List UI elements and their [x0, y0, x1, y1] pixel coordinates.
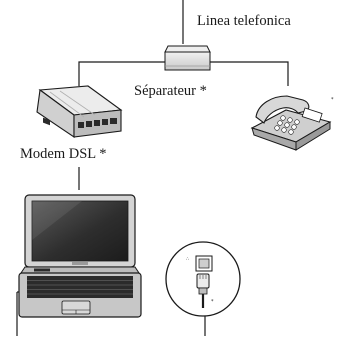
connection-lines	[16, 0, 289, 336]
dsl-modem-icon	[36, 85, 123, 139]
phone-footnote-mark: *	[331, 97, 334, 103]
phone-line-label: Linea telefonica	[197, 13, 291, 29]
laptop-icon	[18, 194, 142, 318]
splitter-to-modem-wire	[78, 61, 165, 86]
splitter-to-phone-wire	[208, 61, 289, 86]
splitter-icon	[164, 45, 211, 71]
dsl-modem-label: Modem DSL *	[20, 146, 107, 162]
port-footnote-mark: *	[211, 299, 214, 305]
port-detail-callout	[165, 241, 241, 317]
splitter-label: Séparateur *	[134, 83, 207, 99]
telephone-icon	[250, 95, 332, 151]
port-symbol: ∴	[186, 256, 190, 262]
